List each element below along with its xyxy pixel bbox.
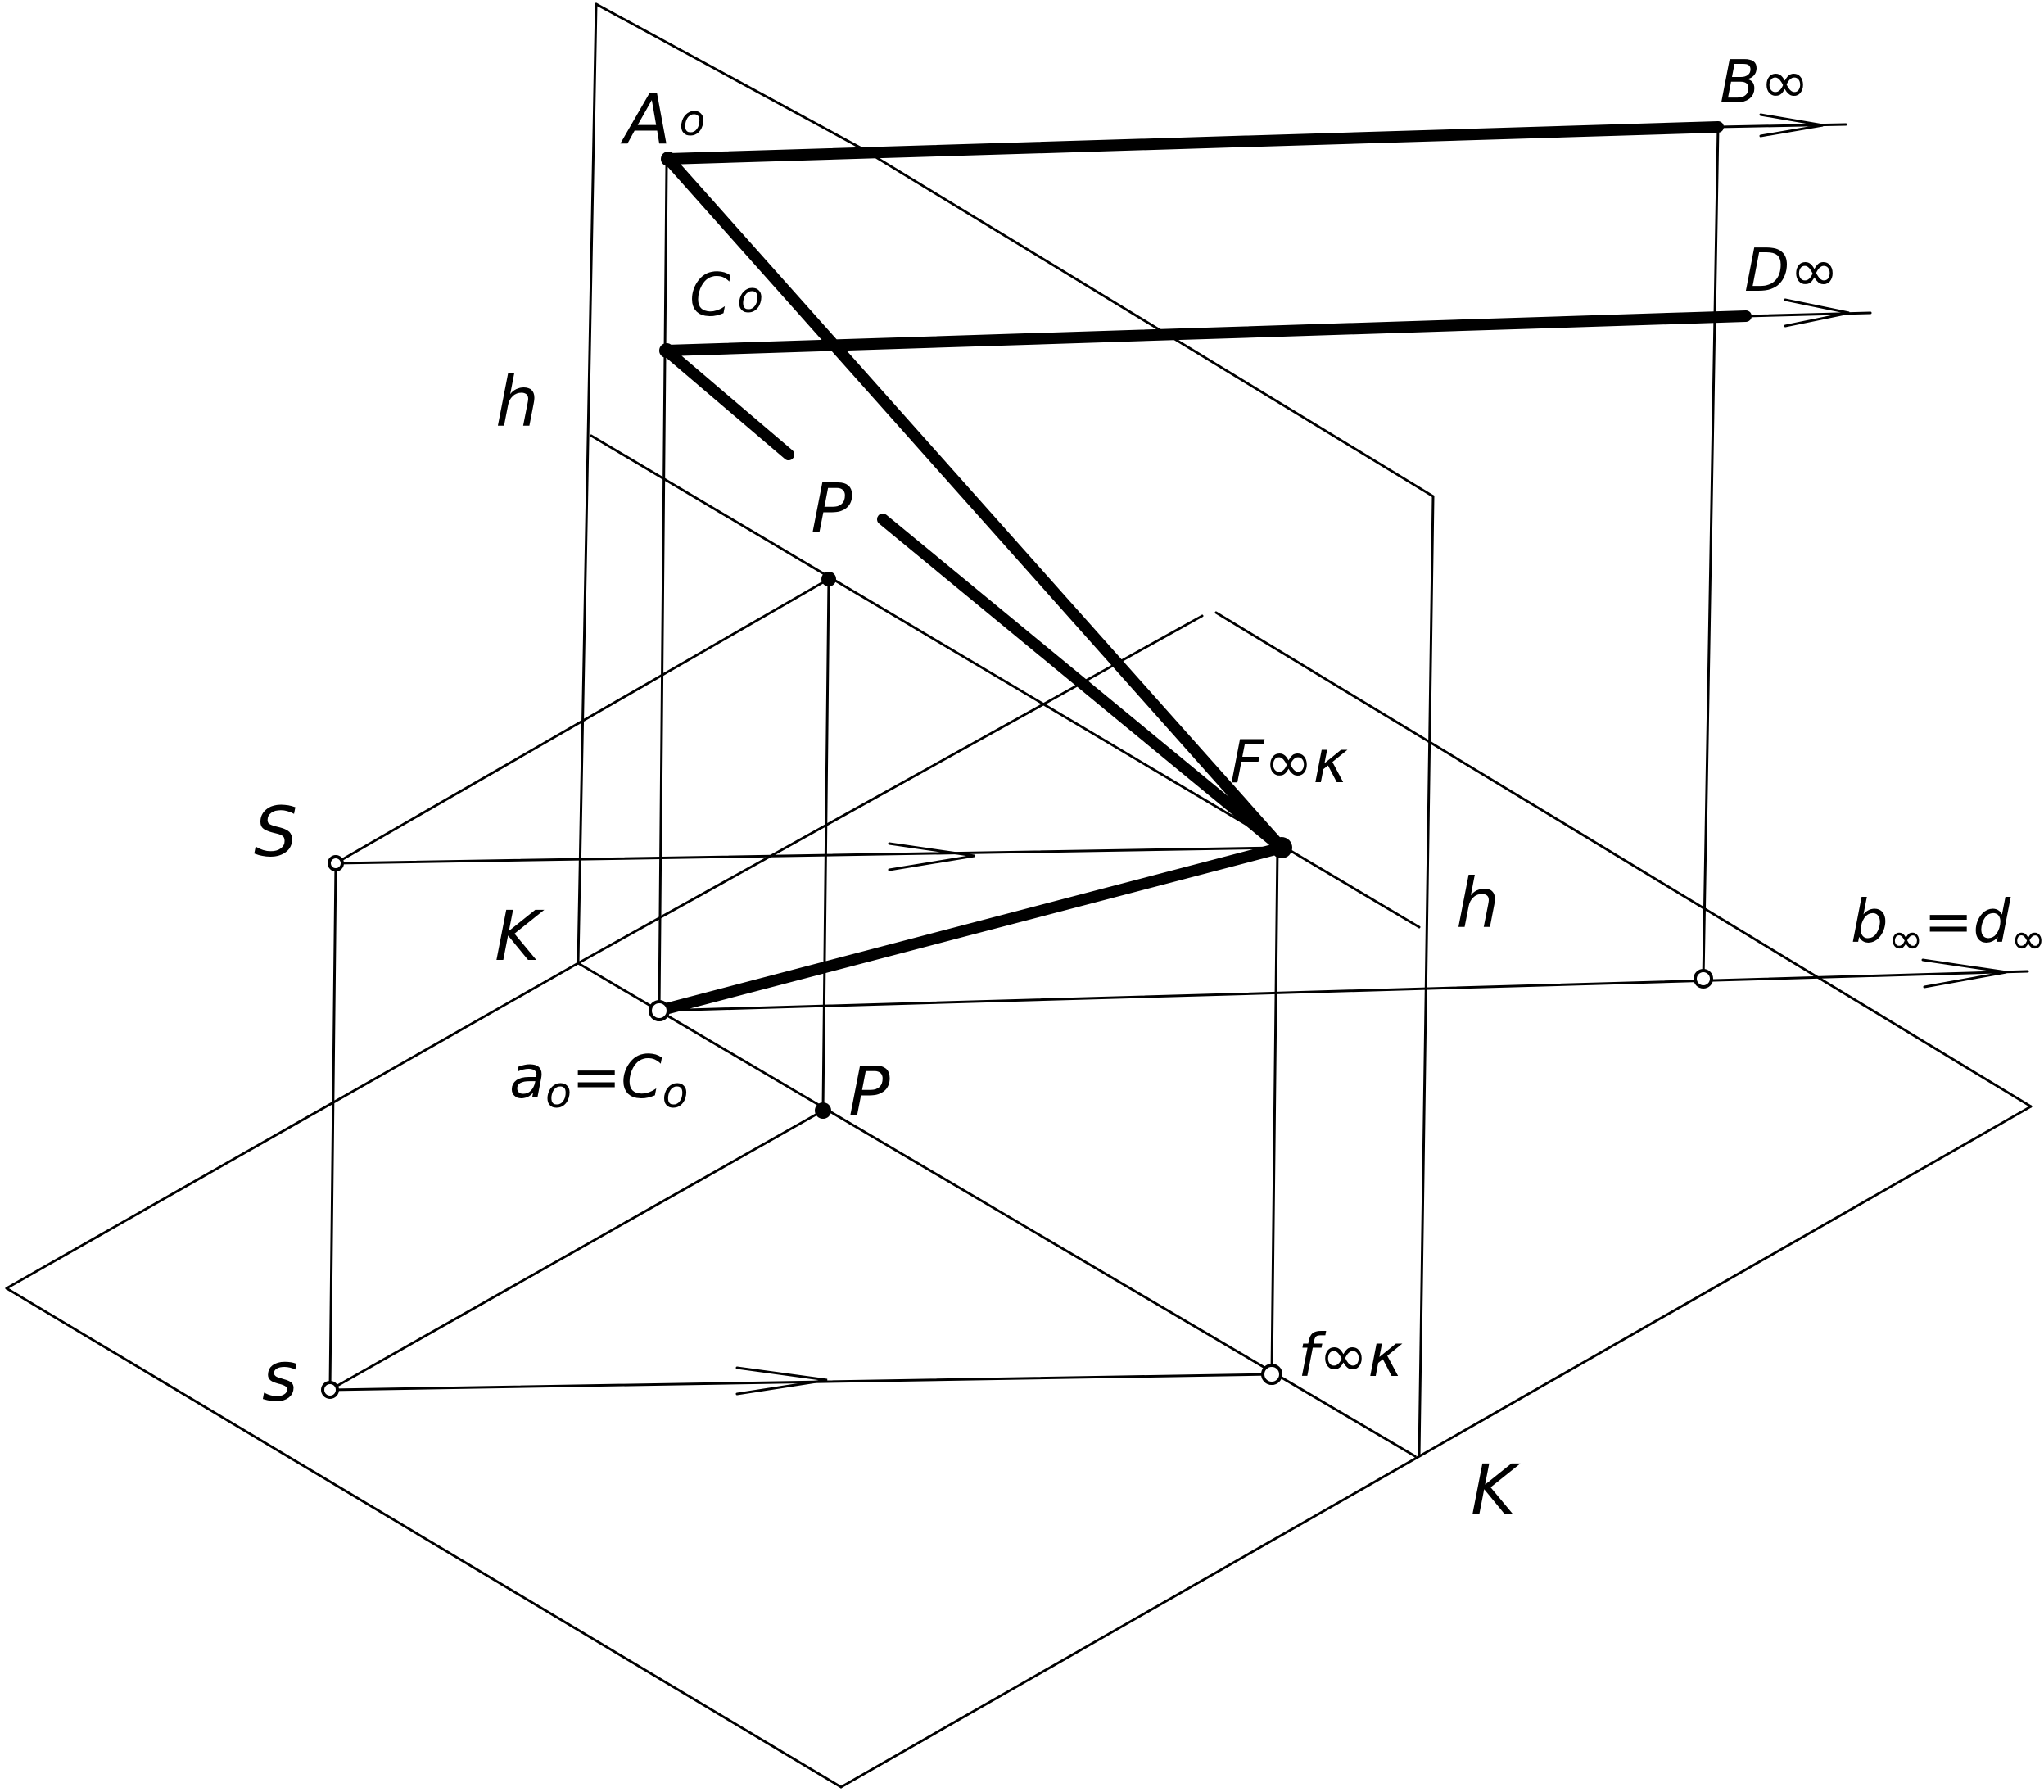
- ground-plane: [5, 611, 2033, 1789]
- direction-arrows: [735, 113, 2007, 1396]
- label-h-right: h: [1456, 863, 1499, 944]
- label-s-upper: S: [254, 792, 297, 872]
- label-b-infinity: B∞: [1720, 48, 1809, 116]
- label-b-inf-equals-d-inf: b∞=d∞: [1851, 887, 2044, 964]
- label-d-infinity: D∞: [1744, 236, 1838, 305]
- label-p-upper: P: [811, 468, 852, 549]
- label-k-left: K: [495, 896, 545, 976]
- label-f-infinity-k-lower: f∞κ: [1298, 1321, 1403, 1390]
- label-a0-equals-c0: ao=Co: [509, 1043, 688, 1118]
- points: [321, 152, 1713, 1399]
- picture-plane-k: [577, 2, 1435, 1458]
- label-f-infinity-k: F∞κ: [1230, 727, 1348, 796]
- label-k-right: K: [1471, 1450, 1521, 1530]
- perspective-lines: [653, 121, 1752, 1016]
- label-s-lower: s: [262, 1337, 298, 1417]
- observer-construction: [328, 124, 2029, 1392]
- label-p-lower: P: [848, 1052, 890, 1132]
- label-h-left: h: [495, 362, 539, 442]
